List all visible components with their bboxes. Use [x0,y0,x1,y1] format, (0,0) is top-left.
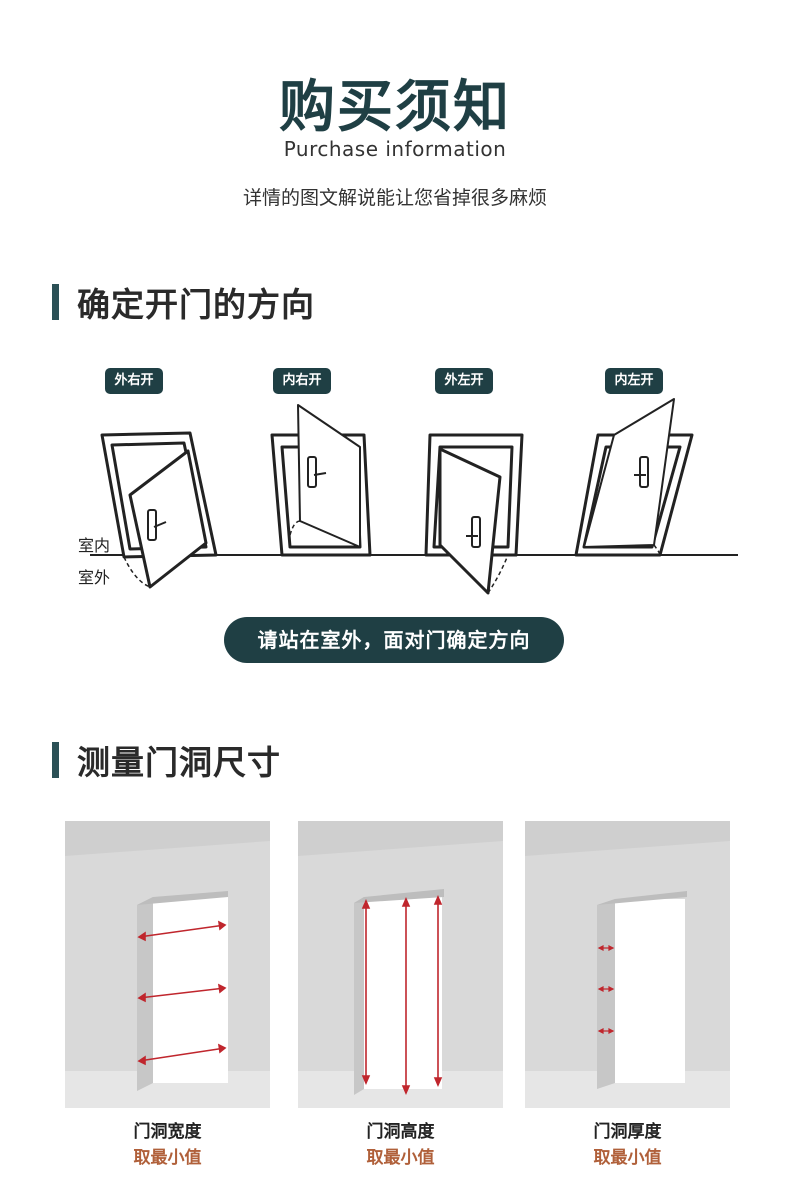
panel-caption-thickness: 门洞厚度 [593,1122,662,1142]
door-type-label-outer-left: 外左开 [435,368,493,394]
door-inner-right-icon [270,404,372,557]
door-outer-left-icon [424,433,524,595]
panel-note-thickness: 取最小值 [593,1148,662,1168]
door-outer-right-icon [100,431,218,589]
panel-caption-height: 门洞高度 [366,1122,435,1142]
page-subtitle-english: Purchase information [283,137,507,161]
door-type-label-outer-right: 外右开 [105,368,163,394]
panel-note-width: 取最小值 [133,1148,202,1168]
section-heading-text: 测量门洞尺寸 [77,743,281,782]
section-heading-text: 确定开门的方向 [77,285,315,324]
outdoor-label: 室外 [78,568,111,587]
door-inner-left-icon [574,398,694,557]
section-accent-bar [52,284,59,320]
door-direction-illustration [90,398,738,595]
page-title: 购买须知 [279,75,511,140]
panel-note-height: 取最小值 [366,1148,435,1168]
section-heading-measure: 测量门洞尺寸 [52,740,281,782]
panel-caption-width: 门洞宽度 [133,1122,202,1142]
door-type-label-inner-left: 内左开 [605,368,663,394]
section-accent-bar [52,742,59,778]
page-subtitle-chinese: 详情的图文解说能让您省掉很多麻烦 [242,187,547,209]
door-thickness-measure-illustration [525,821,730,1108]
section-heading-door-direction: 确定开门的方向 [52,282,315,324]
instruction-banner: 请站在室外，面对门确定方向 [224,617,564,663]
door-height-measure-illustration [298,821,503,1108]
door-type-label-inner-right: 内右开 [273,368,331,394]
door-width-measure-illustration [65,821,270,1108]
indoor-label: 室内 [78,536,111,555]
